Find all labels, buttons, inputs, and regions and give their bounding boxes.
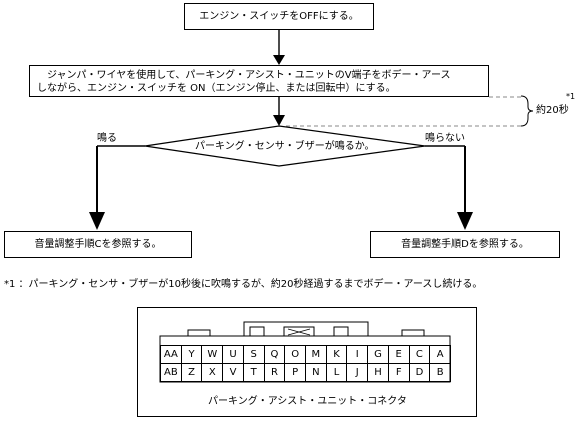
connector-pin-ab: AB (160, 363, 182, 382)
connector-pin-e: E (387, 345, 410, 364)
connector-pin-aa: AA (160, 345, 182, 364)
connector-pin-y: Y (180, 345, 203, 364)
connector-pin-h: H (367, 363, 389, 382)
step-ground-v-terminal-line2: しながら、エンジン・スイッチを ON（エンジン停止、または回転中）にする。 (37, 83, 396, 94)
result-procedure-c-text: 音量調整手順Cを参照する。 (34, 239, 162, 250)
duration-note-ref: *1 (566, 92, 576, 101)
result-procedure-c: 音量調整手順Cを参照する。 (4, 231, 192, 258)
connector-pin-u: U (222, 345, 244, 364)
connector-pin-m: M (305, 345, 327, 364)
step-turn-off-ignition-text: エンジン・スイッチをOFFにする。 (199, 11, 359, 22)
step-turn-off-ignition: エンジン・スイッチをOFFにする。 (184, 3, 374, 30)
connector-title: パーキング・アシスト・ユニット・コネクタ (208, 396, 407, 407)
step-ground-v-terminal-line1: ジャンパ・ワイヤを使用して、パーキング・アシスト・ユニットのV端子をボデー・アー… (47, 70, 451, 81)
step-ground-v-terminal: ジャンパ・ワイヤを使用して、パーキング・アシスト・ユニットのV端子をボデー・アー… (29, 65, 489, 97)
result-procedure-d: 音量調整手順Dを参照する。 (370, 231, 560, 258)
connector-pin-l: L (325, 363, 348, 382)
connector-pin-v: V (222, 363, 244, 382)
decision-buzzer-sounds: パーキング・センサ・ブザーが鳴るか。 (195, 141, 375, 152)
connector-pin-s: S (242, 345, 265, 364)
connector-pin-z: Z (180, 363, 203, 382)
connector-pin-p: P (284, 363, 306, 382)
connector-pin-r: R (263, 363, 286, 382)
connector-pin-g: G (367, 345, 389, 364)
branch-yes-label: 鳴る (97, 133, 117, 144)
duration-label: 約20秒 (536, 105, 569, 116)
connector-pin-t: T (242, 363, 265, 382)
connector-pin-c: C (408, 345, 431, 364)
connector-pin-w: W (201, 345, 224, 364)
branch-no-label: 鳴らない (425, 133, 465, 144)
connector-pin-d: D (408, 363, 431, 382)
connector-pin-b: B (429, 363, 451, 382)
footnote: *1 ：パーキング・センサ・ブザーが10秒後に吹鳴するが、約20秒経過するまでボ… (4, 279, 483, 290)
connector-pin-j: J (346, 363, 369, 382)
connector-pin-o: O (284, 345, 306, 364)
connector-pin-a: A (429, 345, 451, 364)
connector-pin-x: X (201, 363, 224, 382)
connector-pin-n: N (305, 363, 327, 382)
result-procedure-d-text: 音量調整手順Dを参照する。 (401, 239, 529, 250)
connector-pin-q: Q (263, 345, 286, 364)
connector-pin-k: K (325, 345, 348, 364)
connector-pin-i: I (346, 345, 369, 364)
connector-pin-f: F (387, 363, 410, 382)
